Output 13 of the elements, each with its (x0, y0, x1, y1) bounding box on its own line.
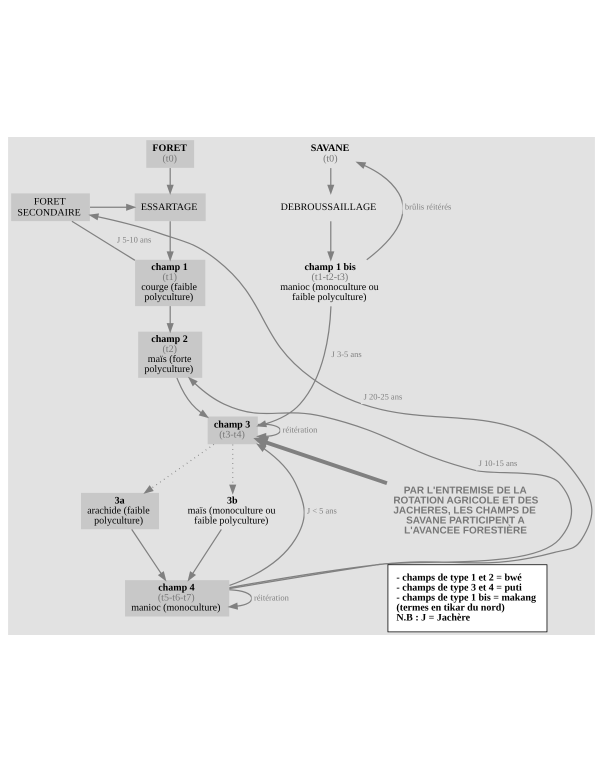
edge-label: J 5-10 ans (116, 234, 152, 245)
edge-label: J 20-25 ans (364, 391, 402, 402)
node-text: SAVANE (t0) (310, 143, 350, 164)
node-text: DEBROUSSAILLAGE (280, 202, 376, 213)
node-text: 3b maïs (monoculture ou faible polyculture) (188, 495, 276, 526)
edge-label: brûlis réitérés (404, 201, 452, 212)
node-text: champ 1 bis (t1-t2-t3) manioc (monoculture ou faible polyculture) (280, 262, 379, 304)
edge-label: J 10-15 ans (478, 458, 518, 468)
edge-label: J < 5 ans (306, 505, 337, 516)
edge-label: réitération (282, 424, 318, 435)
node-text: PAR L'ENTREMISE DE LA ROTATION AGRICOLE ET DES JACHERES, LES CHAMPS DE SAVANE PARTICIPENT A L'AVANCEE FORESTIÈRE (393, 485, 538, 536)
edge-label: réitération (254, 592, 289, 602)
edge-label: J 3-5 ans (332, 348, 362, 359)
